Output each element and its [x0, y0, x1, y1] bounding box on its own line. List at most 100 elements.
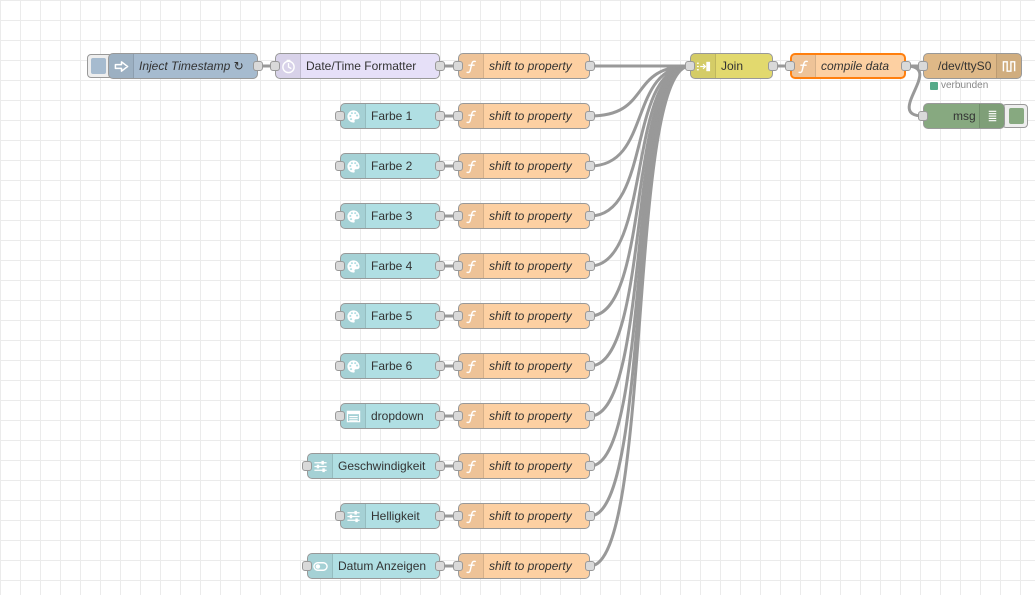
input-port[interactable]	[335, 511, 345, 521]
datetime-formatter-node[interactable]: Date/Time Formatter	[270, 53, 445, 79]
output-port[interactable]	[585, 211, 595, 221]
output-port[interactable]	[435, 161, 445, 171]
slider-node[interactable]: Helligkeit	[335, 503, 445, 529]
debug-node[interactable]: msg	[918, 103, 1005, 129]
output-port[interactable]	[435, 311, 445, 321]
wire[interactable]	[589, 64, 691, 118]
inject-icon	[114, 59, 129, 74]
input-port[interactable]	[335, 311, 345, 321]
output-port[interactable]	[585, 411, 595, 421]
node-label: Date/Time Formatter	[306, 59, 417, 73]
input-port[interactable]	[335, 161, 345, 171]
colour-picker-node[interactable]: Farbe 4	[335, 253, 445, 279]
input-port[interactable]	[453, 261, 463, 271]
slider-node[interactable]: Geschwindigkeit	[302, 453, 445, 479]
output-port[interactable]	[253, 61, 263, 71]
output-port[interactable]	[901, 61, 911, 71]
input-port[interactable]	[918, 111, 928, 121]
output-port[interactable]	[585, 61, 595, 71]
input-port[interactable]	[453, 211, 463, 221]
sliders-icon	[313, 459, 328, 474]
input-port[interactable]	[335, 111, 345, 121]
function-node[interactable]: shift to property	[453, 503, 595, 529]
input-port[interactable]	[302, 461, 312, 471]
node-icon-area	[459, 54, 484, 78]
node-label: shift to property	[489, 409, 572, 423]
colour-picker-node[interactable]: Farbe 5	[335, 303, 445, 329]
wire[interactable]	[905, 64, 924, 118]
input-port[interactable]	[453, 511, 463, 521]
function-node[interactable]: shift to property	[453, 403, 595, 429]
dropdown-node[interactable]: dropdown	[335, 403, 445, 429]
function-node[interactable]: shift to property	[453, 103, 595, 129]
output-port[interactable]	[585, 261, 595, 271]
output-port[interactable]	[585, 311, 595, 321]
output-port[interactable]	[585, 161, 595, 171]
input-port[interactable]	[335, 261, 345, 271]
input-port[interactable]	[335, 211, 345, 221]
input-port[interactable]	[453, 361, 463, 371]
output-port[interactable]	[435, 461, 445, 471]
node-icon-area	[459, 154, 484, 178]
wire[interactable]	[589, 64, 691, 168]
input-port[interactable]	[335, 361, 345, 371]
output-port[interactable]	[435, 261, 445, 271]
function-node[interactable]: shift to property	[453, 453, 595, 479]
output-port[interactable]	[585, 561, 595, 571]
colour-picker-node[interactable]: Farbe 1	[335, 103, 445, 129]
output-port[interactable]	[435, 211, 445, 221]
function-node-compile-data[interactable]: compile data	[785, 53, 911, 79]
node-icon-area	[459, 454, 484, 478]
output-port[interactable]	[435, 411, 445, 421]
node-label: shift to property	[489, 209, 572, 223]
output-port[interactable]	[585, 511, 595, 521]
function-node[interactable]: shift to property	[453, 153, 595, 179]
wire[interactable]	[589, 64, 691, 518]
input-port[interactable]	[918, 61, 928, 71]
input-port[interactable]	[685, 61, 695, 71]
function-node[interactable]: shift to property	[453, 53, 595, 79]
debug-toggle-button[interactable]	[1002, 104, 1028, 128]
output-port[interactable]	[435, 511, 445, 521]
node-label: shift to property	[489, 59, 572, 73]
output-port[interactable]	[435, 361, 445, 371]
input-port[interactable]	[785, 61, 795, 71]
wire[interactable]	[589, 64, 691, 218]
input-port[interactable]	[302, 561, 312, 571]
input-port[interactable]	[335, 411, 345, 421]
output-port[interactable]	[435, 561, 445, 571]
input-port[interactable]	[453, 61, 463, 71]
node-label: shift to property	[489, 159, 572, 173]
function-node[interactable]: shift to property	[453, 203, 595, 229]
colour-picker-node[interactable]: Farbe 2	[335, 153, 445, 179]
input-port[interactable]	[453, 161, 463, 171]
toggle-icon	[312, 559, 328, 574]
colour-picker-node[interactable]: Farbe 3	[335, 203, 445, 229]
function-node[interactable]: shift to property	[453, 303, 595, 329]
colour-picker-node[interactable]: Farbe 6	[335, 353, 445, 379]
node-icon-area	[341, 204, 366, 228]
input-port[interactable]	[453, 561, 463, 571]
switch-node[interactable]: Datum Anzeigen	[302, 553, 445, 579]
input-port[interactable]	[453, 111, 463, 121]
input-port[interactable]	[453, 461, 463, 471]
inject-node[interactable]: Inject Timestamp ↻	[108, 53, 263, 79]
function-node[interactable]: shift to property	[453, 353, 595, 379]
input-port[interactable]	[270, 61, 280, 71]
output-port[interactable]	[435, 61, 445, 71]
input-port[interactable]	[453, 311, 463, 321]
node-label: shift to property	[489, 109, 572, 123]
wire[interactable]	[589, 64, 691, 568]
output-port[interactable]	[768, 61, 778, 71]
serial-out-node[interactable]: /dev/ttyS0	[918, 53, 1022, 79]
function-node[interactable]: shift to property	[453, 253, 595, 279]
function-node[interactable]: shift to property	[453, 553, 595, 579]
input-port[interactable]	[453, 411, 463, 421]
node-icon-area	[341, 304, 366, 328]
output-port[interactable]	[585, 111, 595, 121]
join-node[interactable]: Join	[685, 53, 778, 79]
output-port[interactable]	[585, 461, 595, 471]
output-port[interactable]	[585, 361, 595, 371]
output-port[interactable]	[435, 111, 445, 121]
